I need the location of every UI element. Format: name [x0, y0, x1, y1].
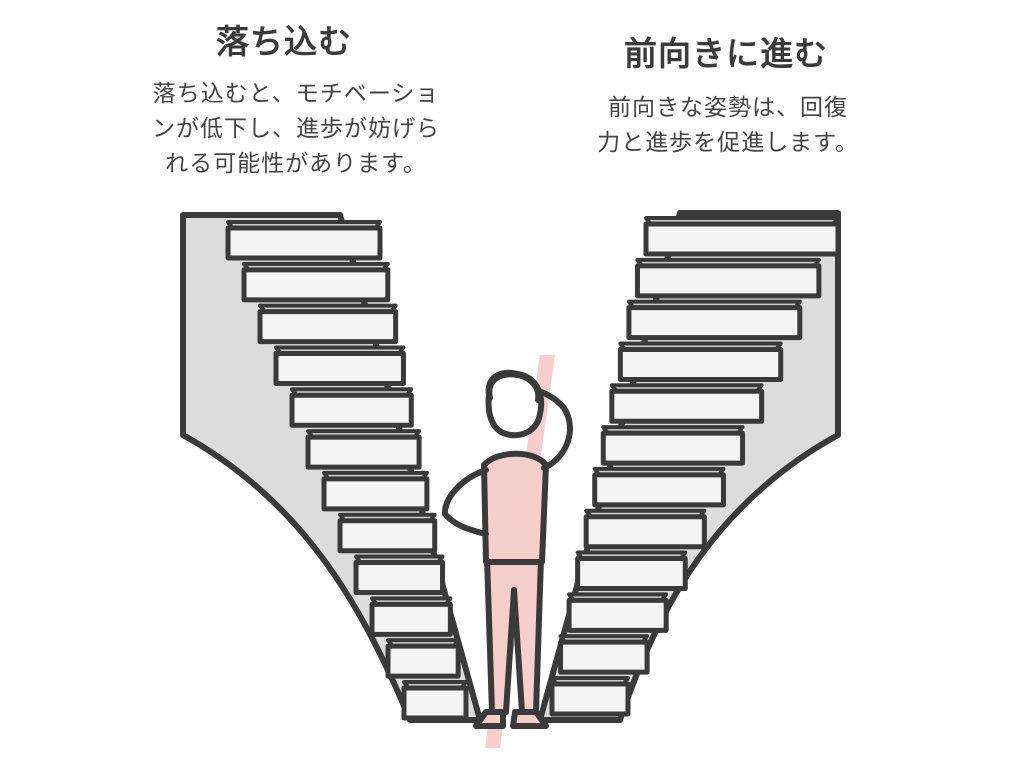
right-step: [549, 676, 631, 717]
right-step: [575, 550, 688, 592]
left-step-riser: [385, 643, 461, 679]
right-step: [566, 592, 669, 633]
left-heading: 落ち込む: [216, 22, 352, 61]
person-legs: [484, 555, 544, 715]
right-step: [609, 383, 765, 424]
right-step: [617, 341, 784, 382]
right-description-line: 前向きな姿勢は、回復: [608, 95, 848, 121]
left-step-riser: [353, 560, 446, 596]
left-description-line: 落ち込むと、モチベーショ: [152, 81, 440, 107]
person-left-arm: [442, 467, 489, 537]
left-description: 落ち込むと、モチベーショ ンが低下し、進歩が妨げら れる可能性があります。: [96, 77, 496, 182]
right-step: [583, 508, 707, 550]
left-step: [385, 638, 461, 679]
right-staircase: [549, 216, 841, 717]
left-step-riser: [225, 225, 383, 261]
right-step-riser: [566, 597, 669, 633]
right-step-riser: [626, 305, 803, 341]
person-scratching-head-icon: [442, 369, 573, 729]
left-description-line: ンが低下し、進歩が妨げら: [152, 116, 440, 142]
right-step: [643, 216, 841, 257]
left-step-riser: [257, 309, 399, 345]
right-step: [634, 257, 822, 299]
left-step: [273, 345, 406, 386]
left-step: [257, 303, 399, 345]
right-step-riser: [575, 556, 688, 592]
right-step: [626, 299, 803, 341]
left-step: [337, 512, 438, 554]
right-step: [558, 634, 650, 675]
person-hair: [486, 371, 542, 403]
right-step-riser: [558, 639, 650, 675]
left-step: [225, 220, 383, 261]
right-step: [592, 466, 726, 508]
person-torso: [481, 450, 549, 565]
left-step-riser: [305, 434, 422, 470]
left-step-riser: [369, 601, 453, 637]
right-description: 前向きな姿勢は、回復 力と進歩を促進します。: [560, 91, 896, 161]
right-description-line: 力と進歩を促進します。: [597, 130, 859, 156]
right-step: [600, 425, 746, 466]
left-step: [369, 596, 453, 637]
left-step: [401, 680, 469, 721]
right-step-riser: [600, 430, 746, 466]
right-step-riser: [643, 221, 841, 257]
left-step-riser: [273, 350, 406, 386]
left-description-line: れる可能性があります。: [165, 151, 427, 177]
left-step-riser: [289, 392, 414, 428]
left-staircase: [225, 220, 469, 721]
right-step-riser: [609, 388, 765, 424]
right-step-riser: [583, 514, 707, 550]
right-heading: 前向きに進む: [624, 34, 828, 73]
left-step-riser: [401, 685, 469, 721]
left-step-riser: [241, 267, 391, 303]
left-step: [353, 554, 446, 596]
right-step-riser: [549, 681, 631, 717]
right-step-riser: [592, 472, 726, 508]
left-step: [305, 429, 422, 470]
left-step-riser: [321, 476, 430, 512]
right-step-riser: [634, 263, 822, 299]
left-step: [321, 470, 430, 512]
left-step: [241, 261, 391, 303]
person-feet: [473, 709, 549, 729]
left-step: [289, 387, 414, 428]
left-step-riser: [337, 518, 438, 554]
right-step-riser: [617, 346, 784, 382]
